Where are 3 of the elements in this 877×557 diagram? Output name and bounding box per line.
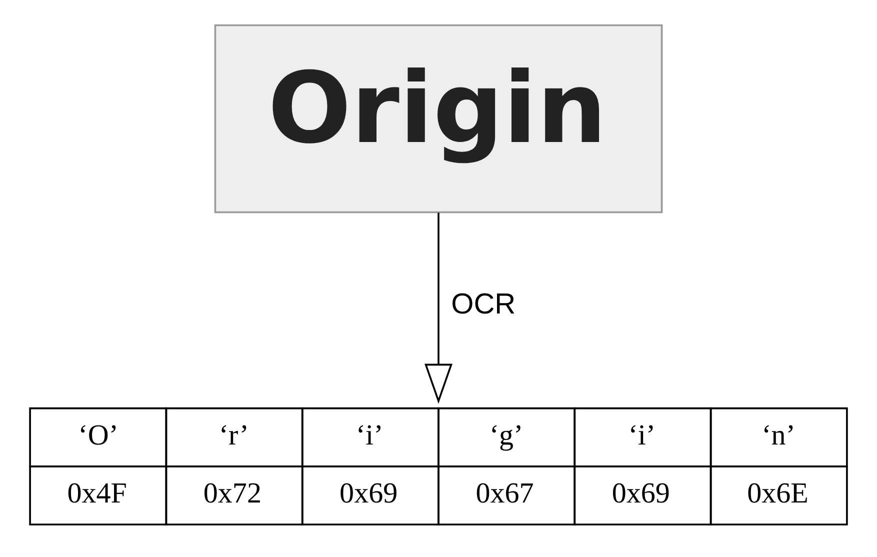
edge-label: OCR <box>451 288 516 321</box>
arrow <box>424 212 452 404</box>
node-box: Origin <box>214 24 663 214</box>
